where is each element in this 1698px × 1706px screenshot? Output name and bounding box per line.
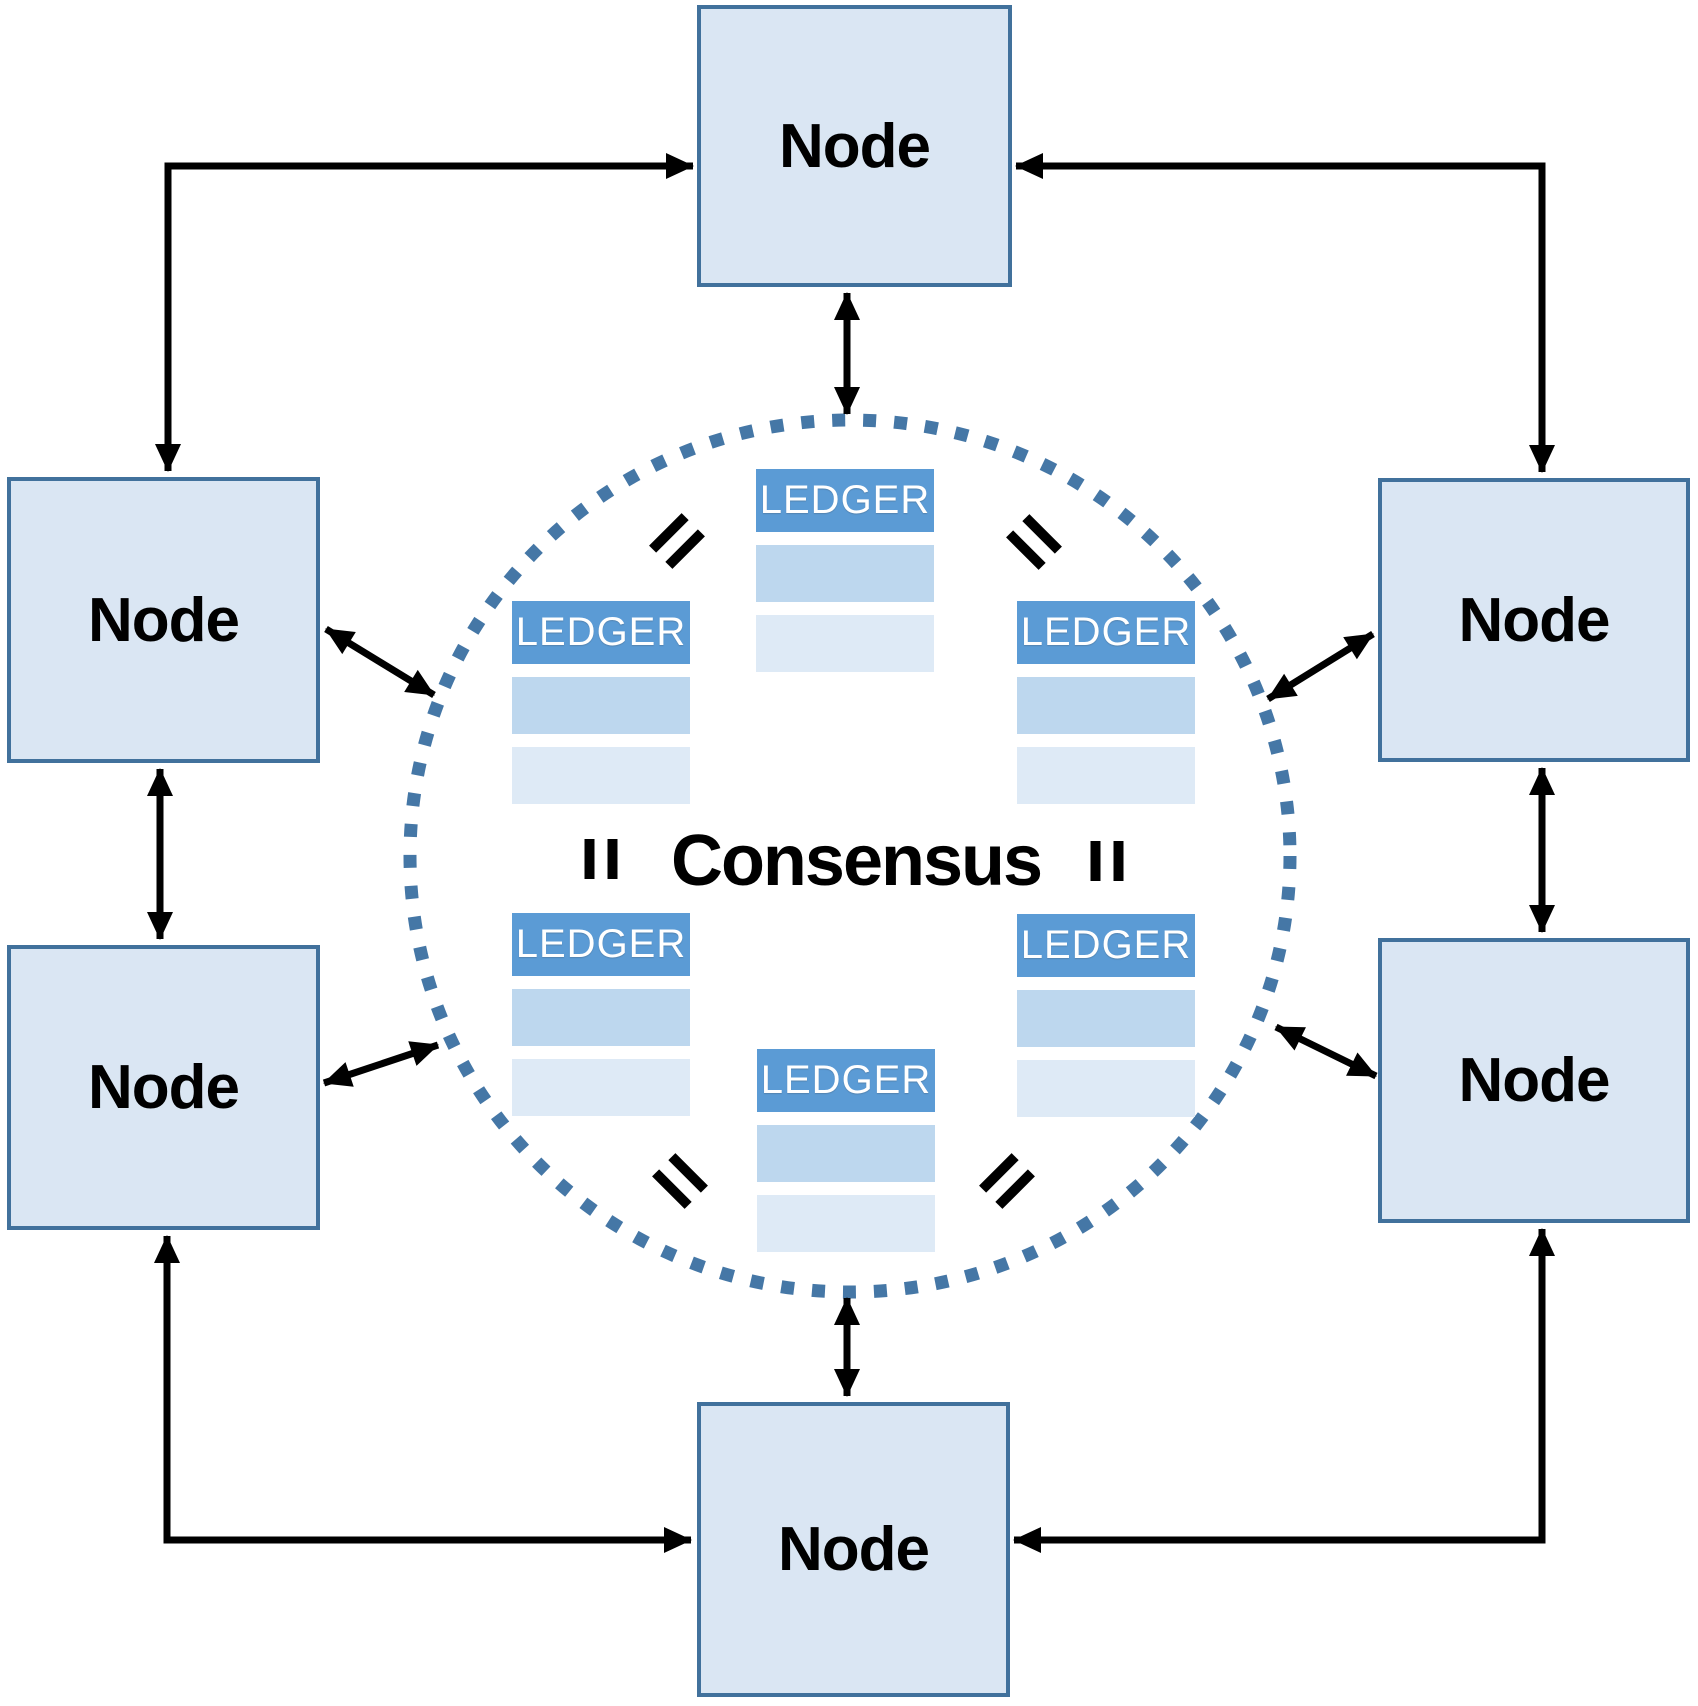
node-left-upper: Node [7, 477, 320, 763]
equals-bar [584, 839, 595, 879]
equals-icon [1090, 841, 1124, 881]
node-right-upper: Node [1378, 478, 1690, 762]
arrow-bottom-right-elbow [1013, 1228, 1555, 1553]
node-right-lower: Node [1378, 938, 1690, 1223]
node-top: Node [697, 5, 1012, 287]
ledger-row [512, 1059, 690, 1116]
node-label: Node [778, 1515, 930, 1584]
equals-bar [1113, 841, 1124, 881]
node-label: Node [779, 111, 931, 181]
ledger-header: LEDGER [756, 469, 934, 532]
ledger-right-lower: LEDGER [1017, 914, 1195, 1130]
arrow-left-lower-circle [322, 1041, 440, 1087]
ledger-row [756, 615, 934, 672]
ledger-row [756, 545, 934, 602]
ledger-left-upper: LEDGER [512, 601, 690, 817]
ledger-row [512, 677, 690, 734]
ledger-row [512, 989, 690, 1046]
ledger-top-center: LEDGER [756, 469, 934, 685]
ledger-header: LEDGER [1017, 601, 1195, 664]
arrow-right-upper-circle [1266, 631, 1375, 702]
consensus-label: Consensus [670, 821, 1043, 901]
ledger-right-upper: LEDGER [1017, 601, 1195, 817]
ledger-header: LEDGER [1017, 914, 1195, 977]
ledger-row [1017, 747, 1195, 804]
equals-bar [1090, 841, 1101, 881]
ledger-row [512, 747, 690, 804]
node-label: Node [88, 1053, 240, 1122]
node-label: Node [1458, 585, 1611, 655]
node-bottom: Node [697, 1402, 1010, 1697]
ledger-row [1017, 677, 1195, 734]
ledger-header: LEDGER [512, 913, 690, 976]
ledger-row [757, 1195, 935, 1252]
consensus-circle [403, 413, 1297, 1299]
arrow-left-upper-circle [324, 626, 436, 698]
arrow-top-right-elbow [1015, 153, 1555, 473]
ledger-row [757, 1125, 935, 1182]
arrow-bottom-left-elbow [154, 1235, 692, 1553]
ledger-row [1017, 1060, 1195, 1117]
equals-bar [607, 839, 618, 879]
equals-icon [584, 839, 618, 879]
ledger-header: LEDGER [512, 601, 690, 664]
ledger-row [1017, 990, 1195, 1047]
ledger-left-lower: LEDGER [512, 913, 690, 1129]
node-label: Node [88, 585, 240, 655]
node-left-lower: Node [7, 945, 320, 1230]
arrow-right-lower-circle [1274, 1023, 1378, 1080]
arrow-top-left-elbow [155, 153, 694, 472]
ledger-header: LEDGER [757, 1049, 935, 1112]
ledger-bottom-center: LEDGER [757, 1049, 935, 1265]
node-label: Node [1458, 1046, 1611, 1115]
